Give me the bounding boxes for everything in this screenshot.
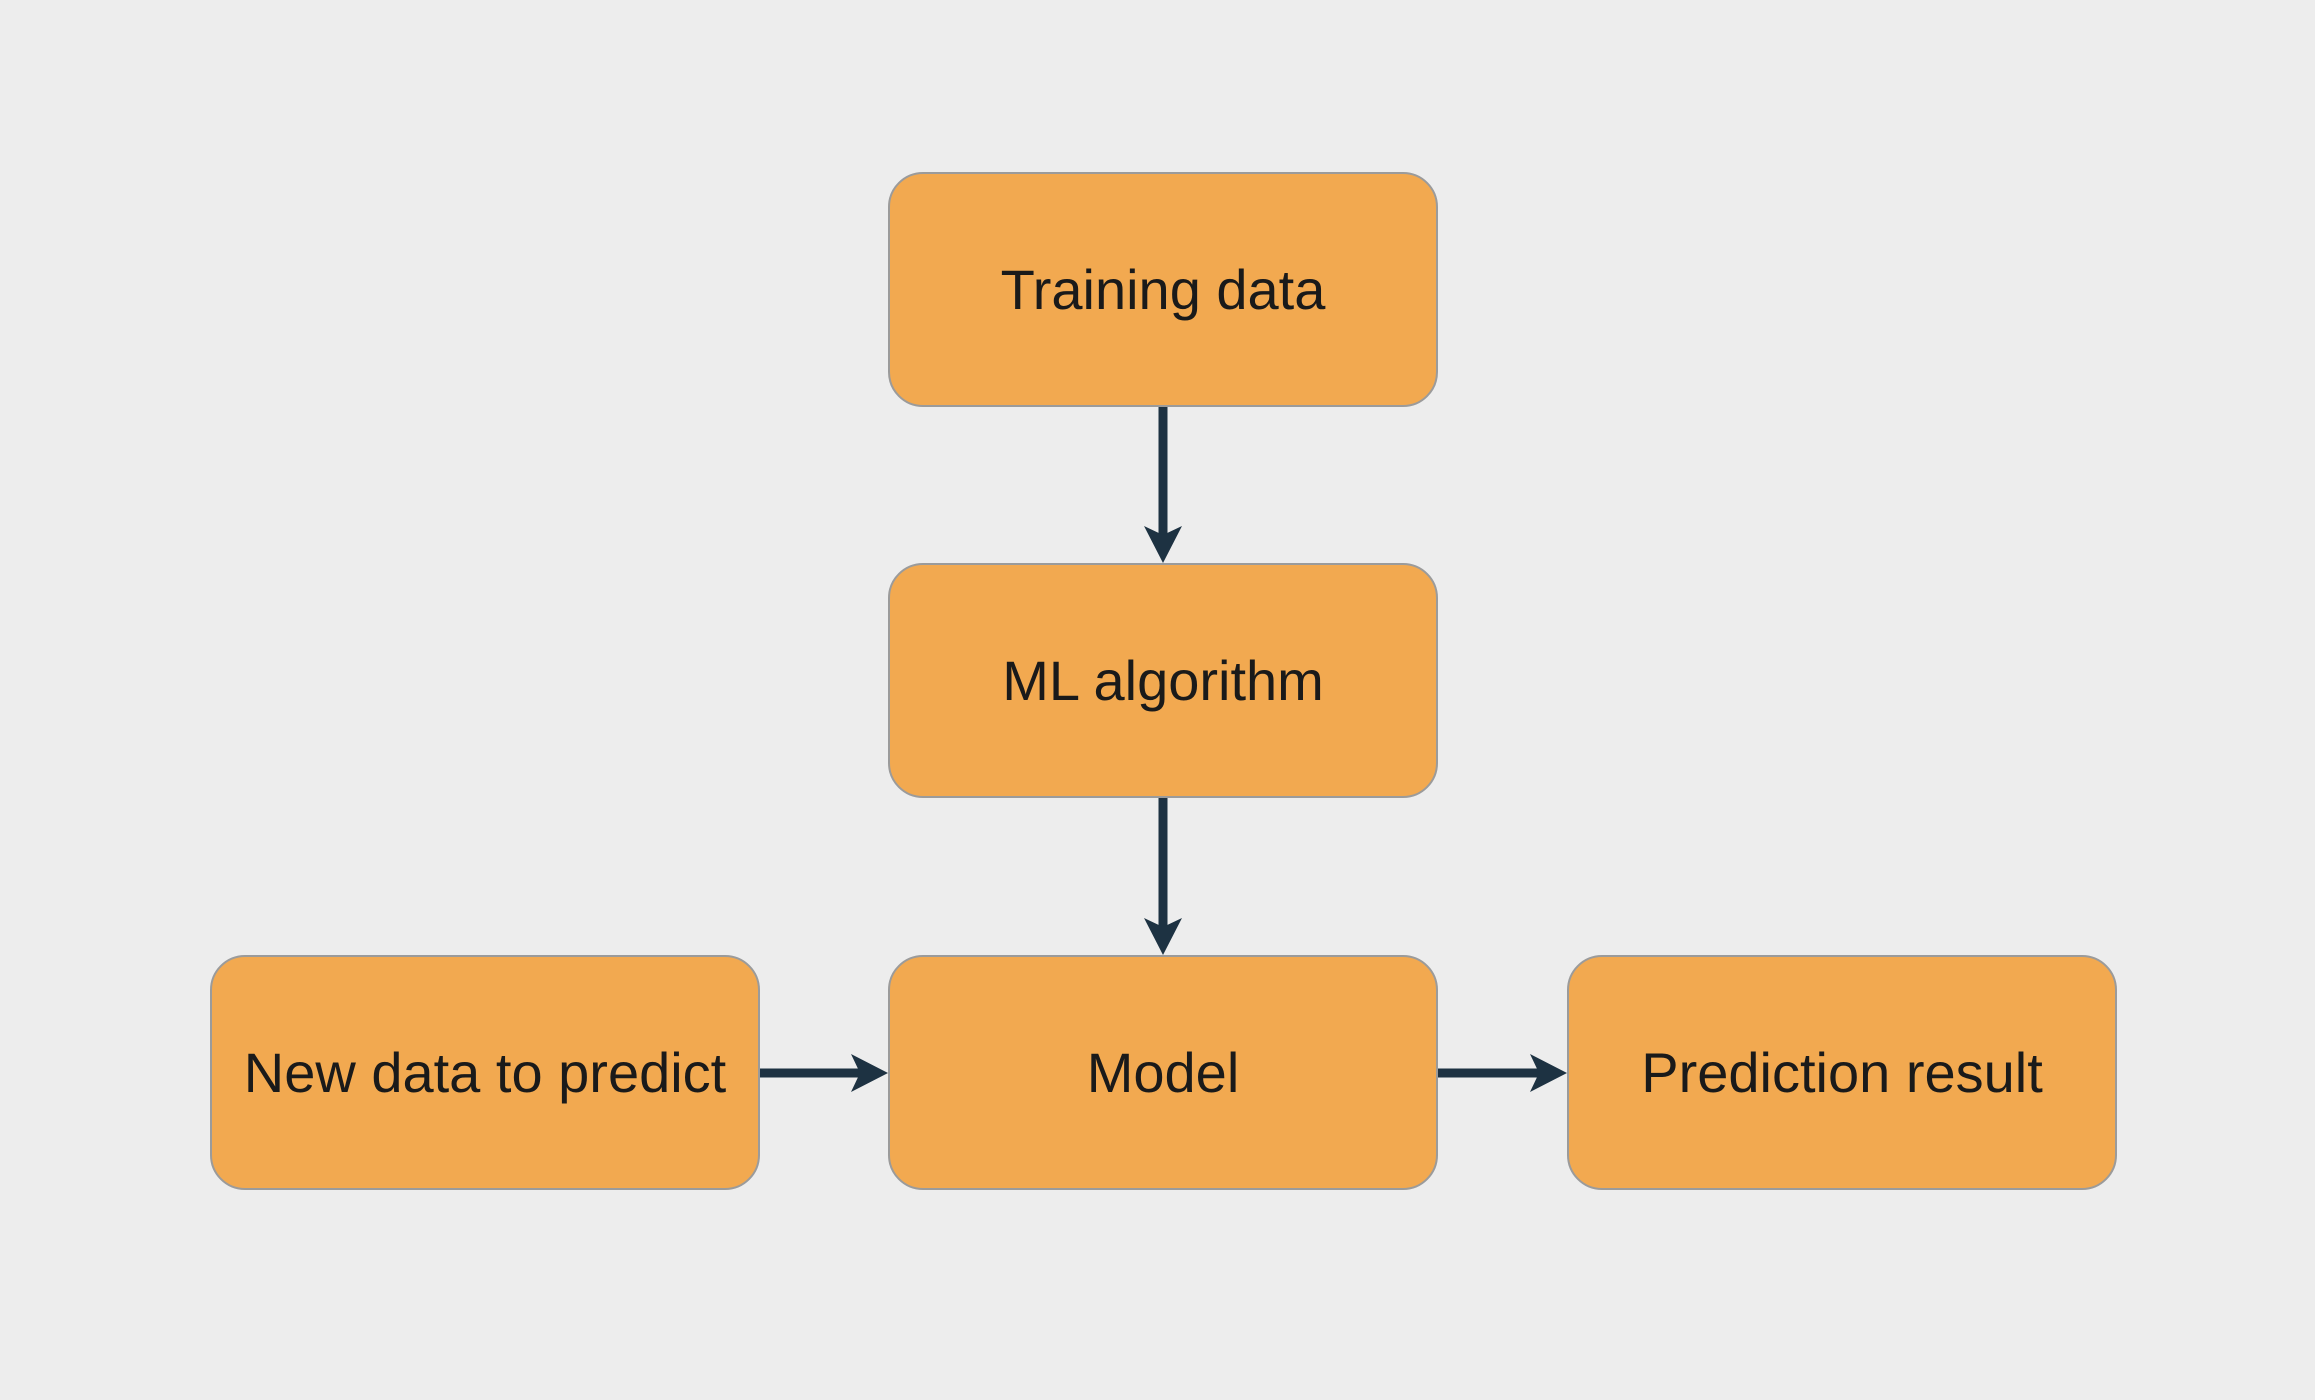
node-label: Model: [1086, 1040, 1240, 1104]
arrow-head-icon: [1144, 918, 1182, 955]
arrow-ml-to-model: [1144, 798, 1182, 955]
arrow-head-icon: [1530, 1054, 1567, 1092]
node-label: ML algorithm: [1002, 648, 1324, 712]
node-label: New data to predict: [243, 1040, 727, 1104]
node-training-data[interactable]: Training data: [888, 172, 1438, 407]
node-prediction-result[interactable]: Prediction result: [1567, 955, 2117, 1190]
arrow-training-to-ml: [1144, 407, 1182, 563]
node-label: Prediction result: [1641, 1040, 2043, 1104]
node-label: Training data: [1000, 257, 1326, 321]
node-model[interactable]: Model: [888, 955, 1438, 1190]
node-ml-algorithm[interactable]: ML algorithm: [888, 563, 1438, 798]
arrow-newdata-to-model: [760, 1054, 888, 1092]
arrow-head-icon: [1144, 526, 1182, 563]
arrow-model-to-prediction: [1438, 1054, 1567, 1092]
node-new-data-to-predict[interactable]: New data to predict: [210, 955, 760, 1190]
arrow-head-icon: [851, 1054, 888, 1092]
